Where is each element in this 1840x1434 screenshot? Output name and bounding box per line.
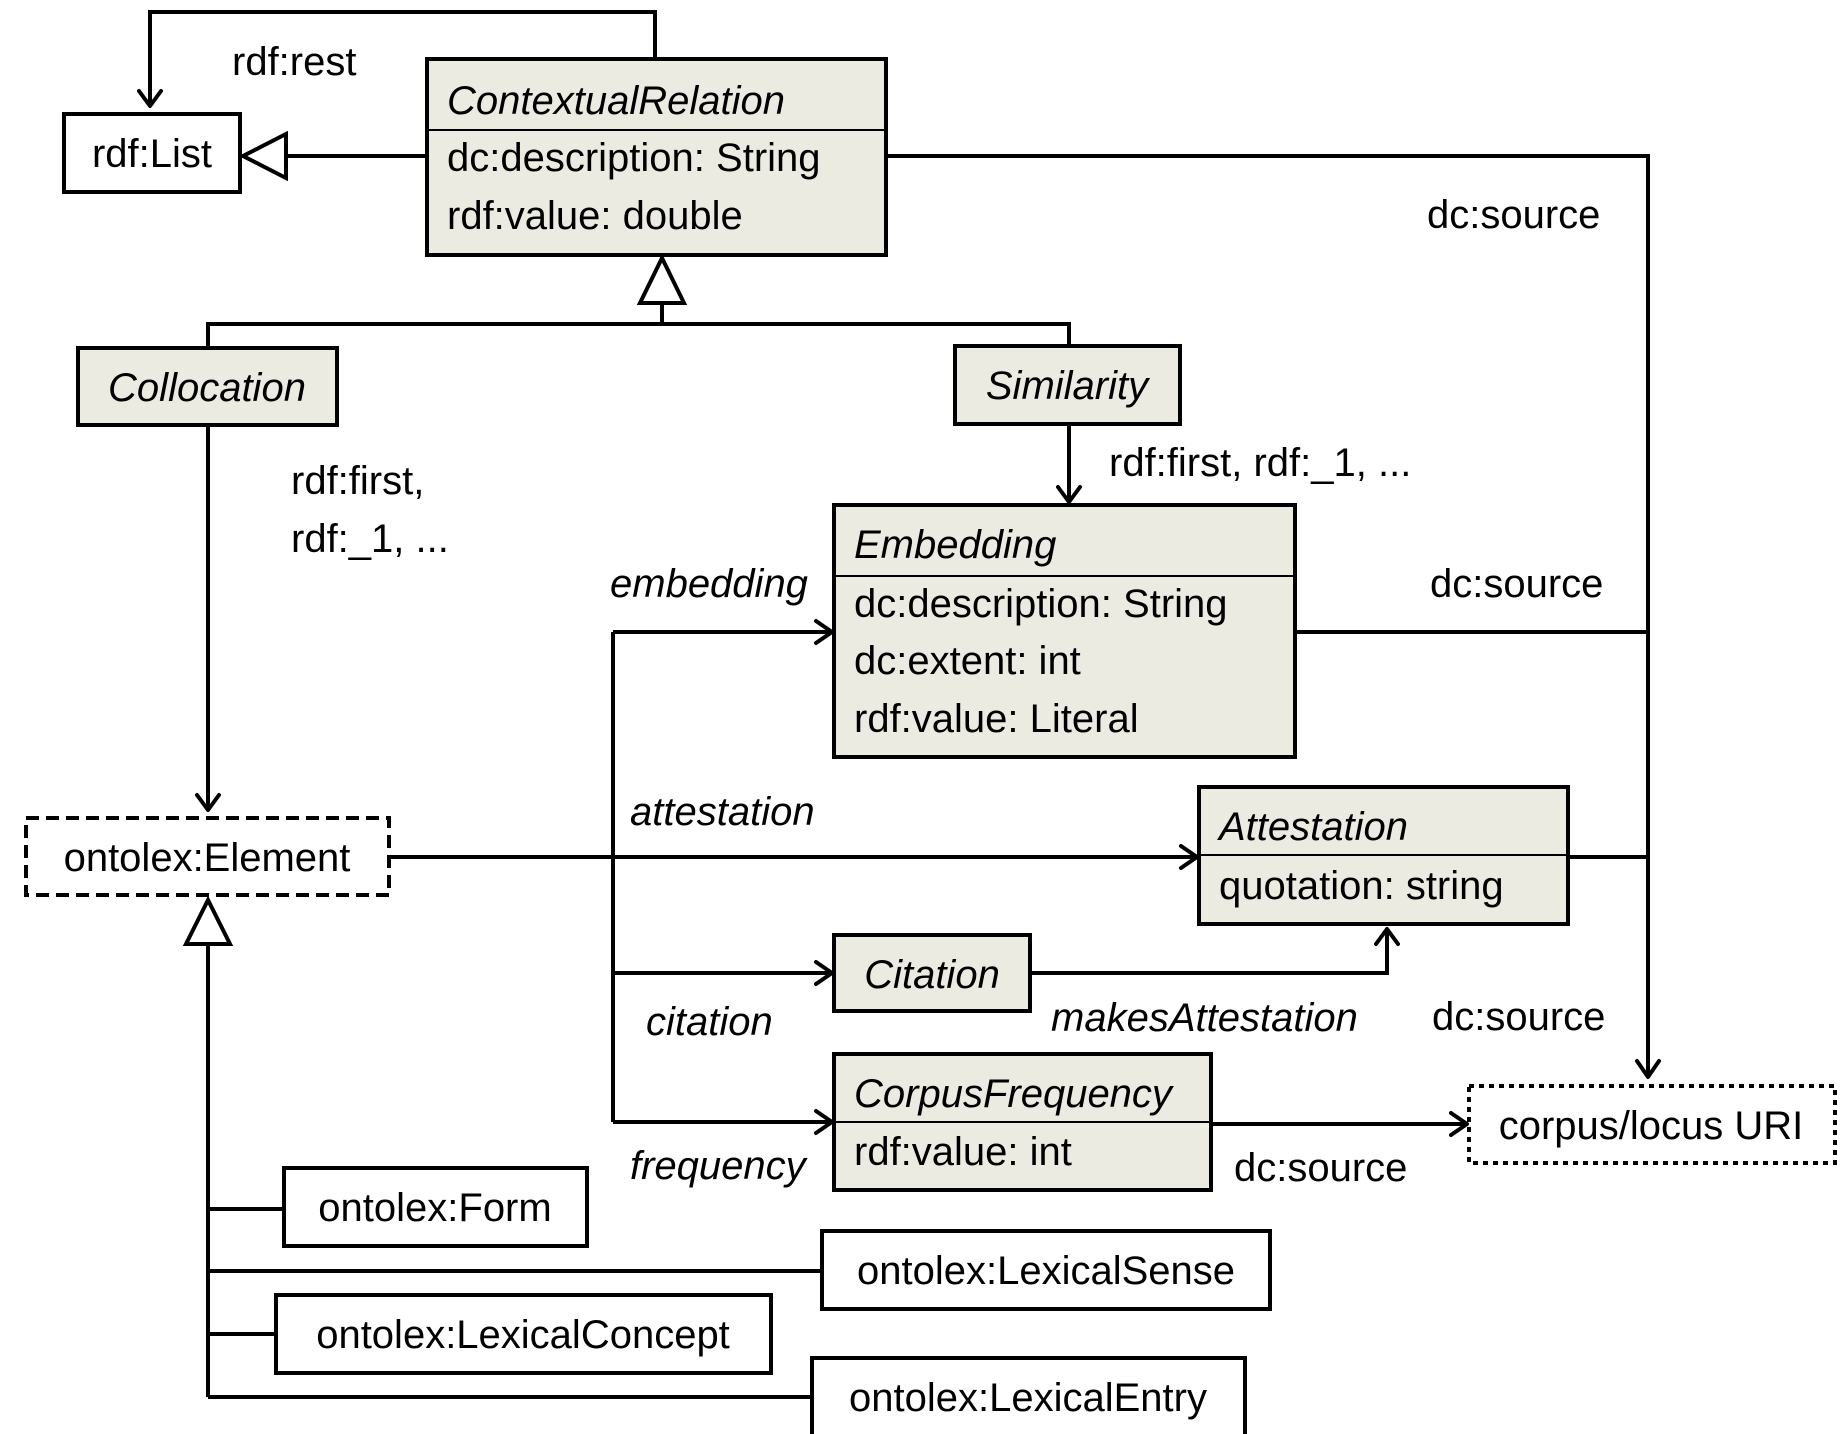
citation-box: [832, 933, 1032, 1013]
embedding-label: embedding: [610, 562, 808, 606]
ontolex-lexical-sense-box: [820, 1229, 1272, 1311]
attestation-label: attestation: [630, 790, 815, 834]
rdf-rest-label: rdf:rest: [232, 40, 356, 84]
connectors: [137, 10, 1661, 1399]
class-attestation: Attestation quotation: string: [1197, 785, 1570, 926]
ontolex-lexical-entry-box: [810, 1356, 1247, 1434]
class-similarity: Similarity: [953, 344, 1182, 426]
dc-source-main-edge: [886, 154, 1650, 1077]
ontolex-element-name: ontolex:Element: [64, 836, 351, 880]
attestation-name: Attestation: [1217, 805, 1408, 849]
subclass-list-triangle: [238, 130, 288, 182]
dc-source-frequency-label: dc:source: [1234, 1146, 1407, 1190]
embedding-attr: rdf:value: Literal: [854, 697, 1139, 741]
collocation-name: Collocation: [108, 366, 306, 410]
class-ontolex-element: ontolex:Element: [24, 816, 391, 897]
ontolex-lexical-concept-box: [274, 1293, 773, 1375]
dc-source-frequency-arrowhead: [1449, 1111, 1469, 1137]
makes-attestation-arrowhead: [1374, 927, 1400, 946]
edge-labels: rdf:rest dc:source rdf:first, rdf:_1, ..…: [232, 40, 1605, 1190]
makes-attestation-label: makesAttestation: [1051, 996, 1358, 1040]
class-ontolex-form: ontolex:Form: [282, 1166, 589, 1248]
collocation-members-arrowhead: [195, 793, 221, 812]
ontolex-form-name: ontolex:Form: [318, 1186, 551, 1230]
class-corpus-frequency: CorpusFrequency rdf:value: int: [832, 1052, 1213, 1192]
embedding-box: [832, 503, 1297, 759]
corpus-uri-box: [1467, 1084, 1837, 1165]
class-collocation: Collocation: [76, 346, 339, 427]
collocation-members-label: rdf:first,: [291, 459, 424, 503]
citation-name: Citation: [864, 953, 1000, 997]
frequency-label: frequency: [630, 1144, 809, 1188]
collocation-members-label: rdf:_1, ...: [291, 517, 449, 561]
rdf-list-name: rdf:List: [92, 132, 212, 176]
class-embedding: Embedding dc:description: String dc:exte…: [832, 503, 1297, 759]
dc-source-embedding-label: dc:source: [1430, 562, 1603, 606]
rdf-list-box: [62, 112, 242, 194]
attestation-attr: quotation: string: [1219, 864, 1504, 908]
contextual-relation-attr: dc:description: String: [447, 136, 821, 180]
embedding-attr: dc:extent: int: [854, 639, 1081, 683]
ontolex-form-box: [282, 1166, 589, 1248]
similarity-box: [953, 344, 1182, 426]
similarity-members-label: rdf:first, rdf:_1, ...: [1109, 441, 1411, 485]
subclass-element-triangle: [182, 895, 234, 946]
class-ontolex-lexical-entry: ontolex:LexicalEntry: [810, 1356, 1247, 1434]
class-ontolex-lexical-sense: ontolex:LexicalSense: [820, 1229, 1272, 1311]
contextual-relation-attr: rdf:value: double: [447, 194, 743, 238]
dc-source-label: dc:source: [1427, 193, 1600, 237]
class-citation: Citation: [832, 933, 1032, 1013]
contextual-relation-box: [425, 57, 888, 257]
subclass-relation-edge: [206, 322, 1071, 348]
similarity-name: Similarity: [986, 364, 1151, 408]
ontolex-element-box: [24, 816, 391, 897]
ontolex-lexical-sense-name: ontolex:LexicalSense: [857, 1249, 1235, 1293]
dc-source-main-arrowhead: [1635, 1059, 1661, 1079]
contextual-relation-name: ContextualRelation: [447, 79, 785, 123]
makes-attestation-edge: [1031, 929, 1389, 975]
ontolex-lexical-concept-name: ontolex:LexicalConcept: [316, 1313, 730, 1357]
corpus-frequency-name: CorpusFrequency: [854, 1072, 1175, 1116]
similarity-members-arrowhead: [1056, 485, 1082, 504]
class-ontolex-lexical-concept: ontolex:LexicalConcept: [274, 1293, 773, 1375]
dc-source-attestation-label: dc:source: [1432, 995, 1605, 1039]
class-contextual-relation: ContextualRelation dc:description: Strin…: [425, 57, 888, 257]
ontolex-lexical-entry-name: ontolex:LexicalEntry: [849, 1376, 1207, 1420]
class-rdf-list: rdf:List: [62, 112, 242, 194]
embedding-attr: dc:description: String: [854, 582, 1228, 626]
embedding-name: Embedding: [854, 523, 1056, 567]
subclass-relation-triangle: [636, 253, 688, 305]
corpus-frequency-attr: rdf:value: int: [854, 1130, 1072, 1174]
rdf-rest-arrowhead: [137, 89, 163, 108]
collocation-box: [76, 346, 339, 427]
citation-label: citation: [646, 1000, 773, 1044]
rdf-rest-edge: [148, 10, 657, 106]
class-corpus-uri: corpus/locus URI: [1467, 1084, 1837, 1165]
corpus-uri-name: corpus/locus URI: [1499, 1104, 1804, 1148]
